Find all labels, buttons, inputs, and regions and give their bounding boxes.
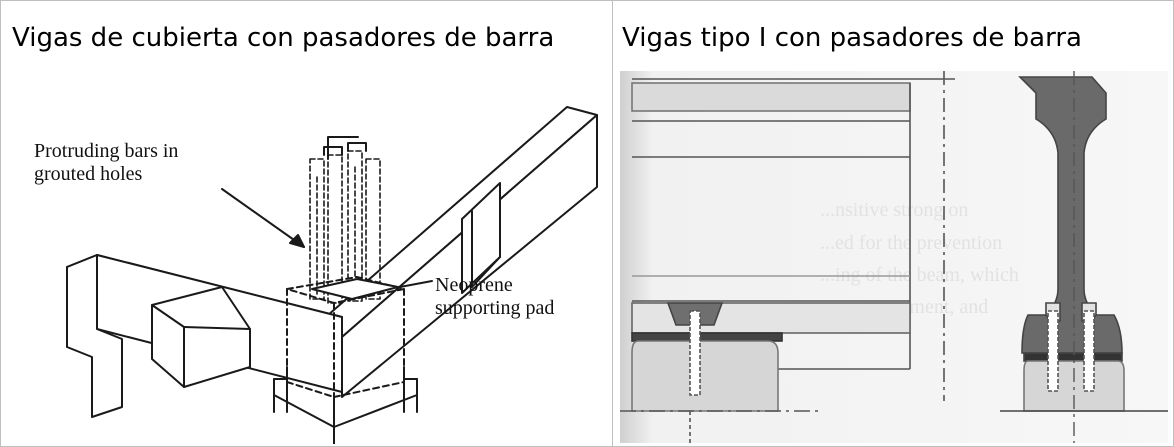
bars-label-line2: grouted holes [34, 163, 143, 185]
bars-label-line1: Protruding bars in [34, 140, 178, 162]
roof-beam-dowel-svg: Protruding bars in grouted holes Neopren… [12, 67, 607, 444]
svg-text:...nsitive strong on: ...nsitive strong on [820, 199, 968, 221]
left-heading: Vigas de cubierta con pasadores de barra [12, 23, 555, 53]
left-cell: Vigas de cubierta con pasadores de barra [1, 1, 613, 446]
roof-beam-dowel-drawing: Protruding bars in grouted holes Neopren… [12, 67, 607, 444]
left-beam-window [151, 286, 251, 388]
svg-text:...ed for the prevention: ...ed for the prevention [820, 232, 1002, 254]
i-beam-dowel-svg: ...nsitive strong on ...ed for the preve… [620, 71, 1168, 443]
pad-label-line1: Neoprene [435, 274, 513, 296]
svg-text:...ing of the beam, which: ...ing of the beam, which [820, 264, 1019, 286]
right-heading: Vigas tipo I con pasadores de barra [622, 23, 1082, 53]
pad-label-line2: supporting pad [435, 297, 554, 319]
left-beam-end-face [66, 254, 123, 418]
right-cell: Vigas tipo I con pasadores de barra ...n… [613, 1, 1173, 446]
neoprene-pad [311, 278, 399, 300]
i-beam-dowel-drawing: ...nsitive strong on ...ed for the preve… [620, 71, 1168, 443]
